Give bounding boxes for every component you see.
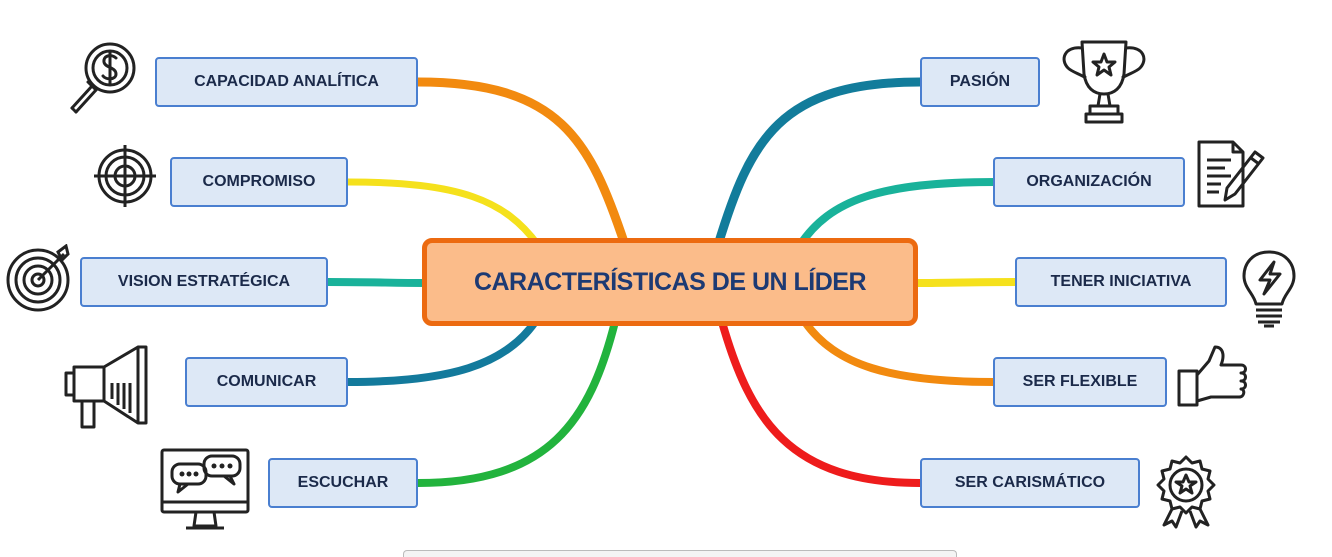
node-organizacion: ORGANIZACIÓN bbox=[993, 157, 1185, 207]
node-ser-flexible: SER FLEXIBLE bbox=[993, 357, 1167, 407]
magnifier-dollar-icon bbox=[70, 42, 136, 114]
branch-line-ser-carismatico bbox=[718, 318, 924, 487]
trophy-star-icon bbox=[1062, 40, 1146, 124]
node-vision-estrategica: VISION ESTRATÉGICA bbox=[80, 257, 328, 307]
node-tener-iniciativa: TENER INICIATIVA bbox=[1015, 257, 1227, 307]
thumbs-up-icon bbox=[1177, 345, 1247, 407]
central-topic: CARACTERÍSTICAS DE UN LÍDER bbox=[422, 238, 918, 326]
monitor-chat-icon bbox=[160, 448, 250, 530]
lightbulb-bolt-icon bbox=[1242, 250, 1296, 328]
branch-line-capacidad-analitica bbox=[413, 77, 630, 250]
node-ser-carismatico: SER CARISMÁTICO bbox=[920, 458, 1140, 508]
bullseye-arrow-icon bbox=[6, 244, 70, 312]
bottom-panel-edge bbox=[403, 550, 957, 557]
branch-line-pasion bbox=[713, 77, 925, 250]
node-compromiso: COMPROMISO bbox=[170, 157, 348, 207]
award-badge-icon bbox=[1156, 455, 1216, 529]
node-escuchar: ESCUCHAR bbox=[268, 458, 418, 508]
branch-line-tener-iniciativa bbox=[911, 278, 1019, 287]
branch-line-comunicar bbox=[344, 318, 539, 386]
branch-line-escuchar bbox=[414, 318, 619, 487]
branch-line-organizacion bbox=[796, 178, 999, 249]
megaphone-icon bbox=[64, 345, 148, 429]
node-comunicar: COMUNICAR bbox=[185, 357, 348, 407]
branch-line-ser-flexible bbox=[801, 318, 999, 386]
node-capacidad-analitica: CAPACIDAD ANALÍTICA bbox=[155, 57, 418, 107]
branch-line-vision-estrategica bbox=[324, 278, 429, 287]
branch-line-compromiso bbox=[344, 178, 542, 249]
crosshair-target-icon bbox=[94, 145, 156, 207]
document-pen-icon bbox=[1197, 140, 1265, 208]
node-pasion: PASIÓN bbox=[920, 57, 1040, 107]
